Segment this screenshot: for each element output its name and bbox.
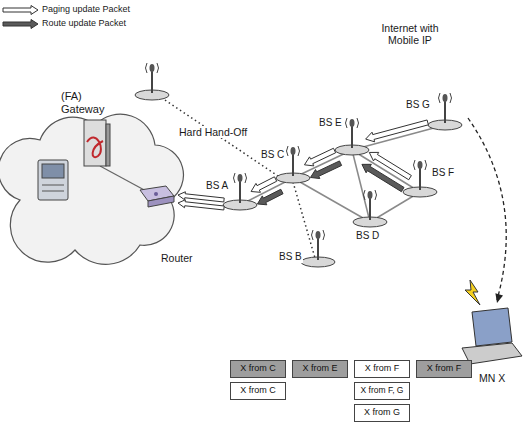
station-label: BS F	[431, 167, 455, 179]
legend-text: Paging update Packet	[42, 4, 130, 14]
base-station-icon	[369, 198, 371, 220]
base-station-icon	[425, 160, 427, 170]
station-label: BS D	[355, 230, 380, 242]
table-cell: X from C	[230, 382, 286, 400]
paging-update-arrow	[304, 148, 335, 166]
base-station-icon	[375, 190, 377, 200]
cell-text: X from F	[427, 364, 462, 374]
station-label: BS A	[205, 180, 229, 192]
gateway-label: (FA) Gateway	[60, 90, 110, 115]
mobile-node-label: MN X	[478, 372, 506, 384]
cell-text: X from F, G	[361, 386, 404, 395]
base-station-icon	[238, 174, 243, 182]
station-label: BS C	[260, 149, 285, 161]
base-station-icon	[350, 119, 355, 127]
paging-update-arrow	[251, 177, 277, 193]
laptop-icon	[472, 308, 512, 346]
base-station-icon	[414, 160, 416, 170]
radio-signal	[465, 280, 480, 305]
base-station-icon	[419, 168, 421, 190]
station-label: BS E	[318, 117, 343, 129]
laptop-icon	[462, 308, 522, 364]
route-update-arrow	[362, 164, 404, 191]
base-station-icon	[151, 71, 153, 93]
base-station-icon	[146, 63, 148, 73]
server-icon	[42, 185, 64, 186]
table-cell: X from F	[416, 360, 472, 378]
router-label: Router	[160, 252, 194, 264]
cell-text: X from E	[302, 364, 337, 374]
table-cell: X from G	[354, 404, 410, 422]
table-cell: X from C	[230, 360, 286, 378]
router-icon	[154, 192, 158, 196]
table-cell: X from E	[292, 360, 348, 378]
base-station-icon	[428, 93, 462, 130]
base-station-icon	[368, 191, 373, 199]
gateway-router-link	[100, 166, 148, 192]
base-station-icon	[317, 238, 319, 260]
server-icon	[42, 164, 64, 178]
internet-cloud	[0, 114, 183, 264]
base-station-icon	[245, 173, 247, 183]
legend-text: Route update Packet	[42, 18, 126, 28]
router-icon	[140, 186, 174, 207]
base-station-icon	[312, 230, 314, 240]
table-cell: X from F, G	[354, 382, 410, 400]
base-station-icon	[316, 231, 321, 239]
server-icon	[38, 160, 68, 200]
backhaul-link	[352, 150, 370, 222]
base-station-icon	[346, 118, 348, 128]
cell-text: X from G	[364, 408, 400, 418]
route-legend-sample	[3, 20, 38, 29]
gateway-icon	[106, 124, 110, 166]
backhaul-link	[293, 178, 370, 222]
table-cell: X from F	[354, 360, 410, 378]
base-station-icon	[439, 93, 441, 103]
base-station-icon	[450, 93, 452, 103]
movement-arrowhead	[495, 293, 503, 303]
paging-update-arrow	[178, 200, 224, 210]
base-station-icon	[291, 147, 296, 155]
base-station-icon	[298, 146, 300, 156]
base-station-icon	[418, 161, 423, 169]
hand-off-link	[293, 182, 315, 258]
network-label: Internet with Mobile IP	[368, 22, 452, 46]
base-station-icon	[150, 64, 155, 72]
base-station-icon	[351, 126, 353, 148]
station-label: BS B	[278, 251, 303, 263]
base-station-icon	[157, 63, 159, 73]
base-station-icon	[444, 101, 446, 123]
server-icon	[42, 191, 64, 192]
station-label: BS G	[405, 99, 431, 111]
cell-text: X from C	[240, 364, 276, 374]
movement-arrow	[468, 118, 506, 300]
router-icon	[148, 196, 174, 207]
gateway-icon	[84, 120, 106, 166]
gateway-icon	[84, 120, 110, 166]
base-station-icon	[239, 181, 241, 203]
route-update-arrow	[257, 189, 283, 205]
handoff-label: Hard Hand-Off	[178, 126, 248, 138]
base-station-icon	[364, 190, 366, 200]
base-station-icon	[323, 230, 325, 240]
server-icon	[38, 160, 68, 200]
base-station-icon	[443, 94, 448, 102]
base-station-icon	[357, 118, 359, 128]
cell-text: X from C	[240, 386, 276, 396]
route-update-arrow	[310, 161, 341, 179]
base-station-icon	[287, 146, 289, 156]
paging-update-arrow	[366, 120, 429, 142]
cell-text: X from F	[365, 364, 400, 374]
base-station-icon	[353, 190, 387, 227]
base-station-icon	[234, 173, 236, 183]
base-station-icon	[292, 154, 294, 176]
paging-legend-sample	[3, 6, 38, 15]
hand-off-link	[165, 100, 278, 176]
base-station-icon	[301, 230, 335, 267]
gateway-icon	[87, 137, 103, 157]
backhaul-link	[352, 150, 420, 192]
base-station-icon	[135, 63, 169, 100]
